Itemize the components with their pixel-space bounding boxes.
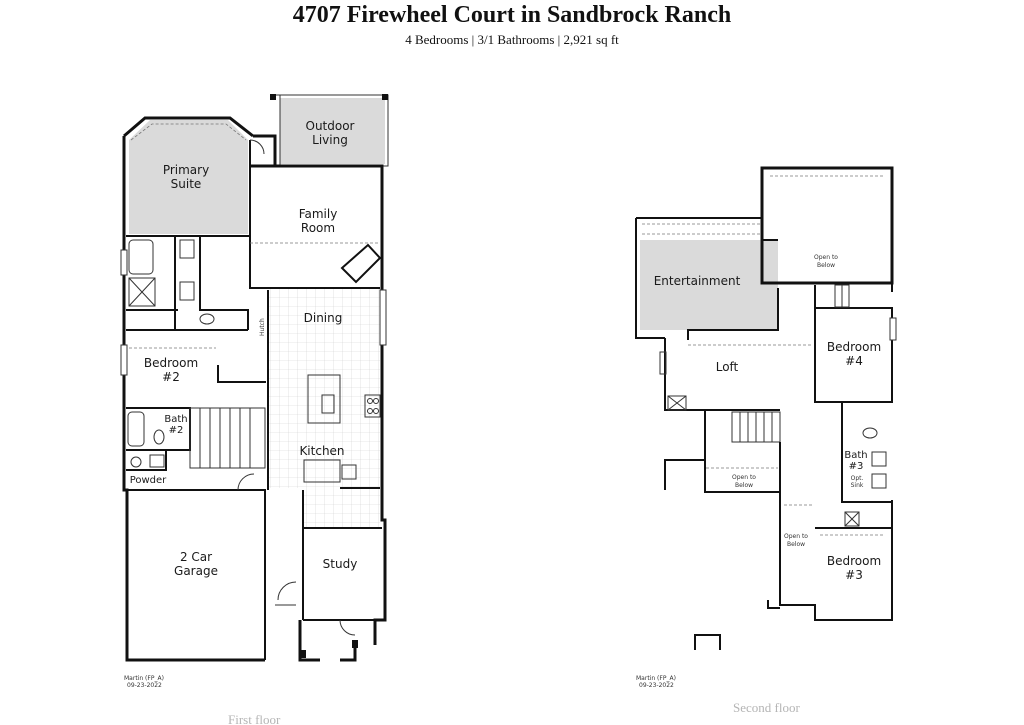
label-primary-suite-2: Suite bbox=[171, 177, 202, 191]
label-powder: Powder bbox=[130, 475, 167, 486]
stamp-first-1: Martin (FP_A) bbox=[124, 675, 164, 682]
label-family-room-1: Family bbox=[299, 207, 338, 221]
outdoor-living-area bbox=[280, 98, 385, 164]
label-garage-1: 2 Car bbox=[180, 550, 212, 564]
label-bedroom3-2: #3 bbox=[845, 568, 863, 582]
stamp-first-2: 09-23-2022 bbox=[127, 682, 162, 689]
second-floor-plan: Entertainment Open to Below Bedroom #4 L… bbox=[635, 166, 897, 715]
label-bedroom2-1: Bedroom bbox=[144, 356, 198, 370]
label-bedroom2-2: #2 bbox=[162, 370, 180, 384]
label-bath3-2: #3 bbox=[849, 461, 864, 472]
hall-tile bbox=[303, 488, 380, 528]
label-study: Study bbox=[323, 557, 358, 571]
kitchen-island bbox=[307, 374, 341, 424]
label-dining: Dining bbox=[304, 311, 343, 325]
stairs-second-floor bbox=[731, 411, 781, 443]
loft-walls bbox=[664, 338, 706, 490]
label-opt-sink-1: Opt. bbox=[851, 475, 864, 482]
primary-tub bbox=[128, 239, 154, 275]
primary-shower bbox=[128, 277, 156, 307]
first-floor-plan: Outdoor Living Primary Suite Family Room… bbox=[120, 94, 389, 725]
label-bedroom3-1: Bedroom bbox=[827, 554, 881, 568]
caption-first-floor: First floor bbox=[228, 712, 281, 725]
stairs-first-floor bbox=[189, 407, 266, 469]
stamp-second-2: 09-23-2022 bbox=[639, 682, 674, 689]
label-open-below-mid-2: Below bbox=[787, 541, 805, 548]
exterior-wall-east bbox=[250, 164, 384, 290]
dining-kitchen-tile bbox=[268, 288, 380, 488]
label-bath3-1: Bath bbox=[844, 450, 867, 461]
fireplace bbox=[340, 243, 382, 284]
entertainment-area bbox=[640, 240, 778, 330]
page-subtitle: 4 Bedrooms | 3/1 Bathrooms | 2,921 sq ft bbox=[405, 32, 619, 47]
label-opt-sink-2: Sink bbox=[851, 482, 864, 489]
label-bath2-1: Bath bbox=[164, 414, 187, 425]
label-kitchen: Kitchen bbox=[299, 444, 344, 458]
label-open-below-top-2: Below bbox=[817, 262, 835, 269]
caption-second-floor: Second floor bbox=[733, 700, 800, 715]
label-entertainment: Entertainment bbox=[654, 274, 741, 288]
bay-window-wall bbox=[123, 116, 254, 138]
foot-stair bbox=[694, 634, 721, 650]
label-bedroom4-1: Bedroom bbox=[827, 340, 881, 354]
label-family-room-2: Room bbox=[301, 221, 335, 235]
label-bedroom4-2: #4 bbox=[845, 354, 863, 368]
label-bath2-2: #2 bbox=[169, 425, 184, 436]
outdoor-living-outline bbox=[272, 94, 389, 167]
stamp-second-1: Martin (FP_A) bbox=[636, 675, 676, 682]
garage-walls bbox=[126, 489, 266, 660]
label-primary-suite-1: Primary bbox=[163, 163, 209, 177]
label-loft: Loft bbox=[716, 360, 739, 374]
label-garage-2: Garage bbox=[174, 564, 218, 578]
bath3-walls bbox=[841, 402, 892, 503]
page-title: 4707 Firewheel Court in Sandbrock Ranch bbox=[292, 2, 732, 28]
label-open-below-top-1: Open to bbox=[814, 254, 838, 261]
bath2-tub bbox=[127, 411, 145, 447]
label-hutch: Hutch bbox=[259, 318, 266, 336]
label-outdoor-living-2: Living bbox=[312, 133, 348, 147]
family-room-wall bbox=[249, 140, 380, 289]
label-open-below-stair-2: Below bbox=[735, 482, 753, 489]
label-open-below-mid-1: Open to bbox=[784, 533, 808, 540]
bedroom4-walls bbox=[814, 307, 893, 403]
primary-suite-area bbox=[129, 120, 248, 234]
label-open-below-stair-1: Open to bbox=[732, 474, 756, 481]
entertainment-walls bbox=[635, 218, 665, 339]
label-outdoor-living-1: Outdoor bbox=[306, 119, 355, 133]
